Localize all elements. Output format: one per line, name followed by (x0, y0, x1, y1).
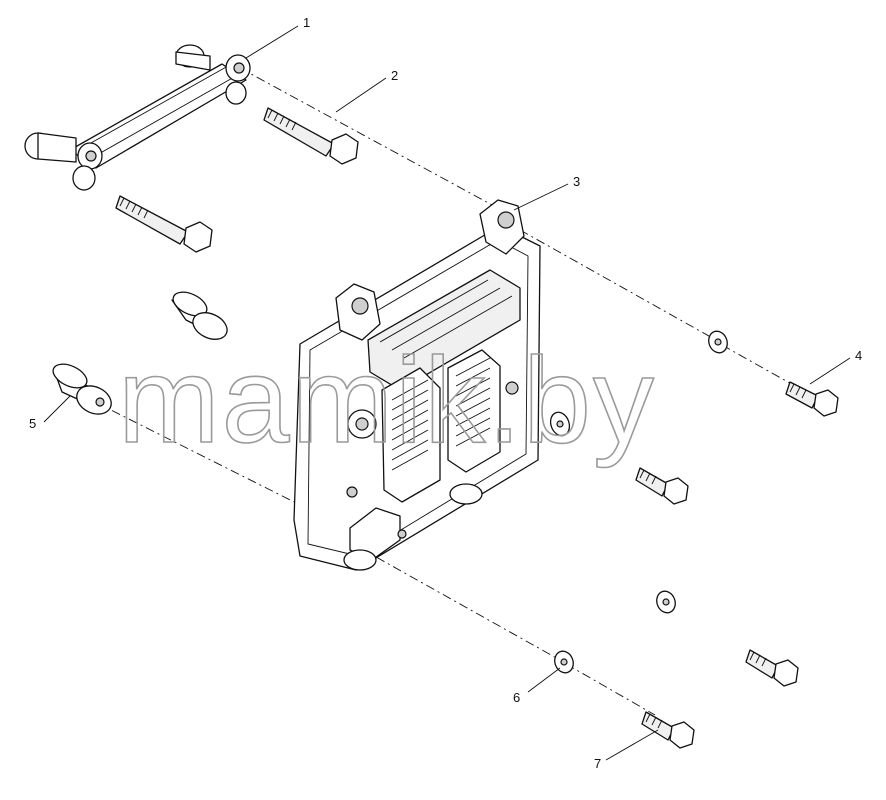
callout-7: 7 (594, 756, 601, 771)
short-bolt-7 (641, 711, 695, 749)
long-bolt-middle (115, 195, 213, 253)
washer-upper-right (708, 330, 728, 354)
watermark: mamik.by (118, 332, 656, 468)
short-bolt-4 (785, 381, 839, 417)
ecu-lower-right-boss (449, 483, 483, 505)
axis-bracket-to-ecu-top (239, 67, 506, 213)
long-bolt-top (263, 107, 359, 165)
short-bolt-middle (635, 467, 689, 505)
callout-1: 1 (303, 15, 310, 30)
washer-lower (656, 590, 676, 614)
callout-4: 4 (855, 348, 862, 363)
washer-middle (549, 411, 571, 437)
upper-bracket (24, 44, 251, 191)
callout-2: 2 (391, 68, 398, 83)
axis-washer-to-bolt-7 (565, 663, 656, 716)
ecu-lower-mount (349, 507, 401, 561)
bolt-head (183, 221, 213, 253)
callout-3: 3 (573, 174, 580, 189)
washer-6 (554, 650, 574, 674)
spacer-5 (52, 363, 112, 415)
axis-ecu-top-right-to-washer (519, 229, 717, 341)
callouts: 1 2 3 4 5 6 7 (29, 15, 862, 771)
spacer-upper (171, 291, 228, 340)
callout-5: 5 (29, 416, 36, 431)
short-bolt-lower-right (745, 649, 799, 687)
bolt-head (329, 133, 359, 165)
assembly-center-lines (94, 67, 796, 716)
axis-washer-to-bolt-4 (721, 344, 796, 387)
axis-ecu-bottom-to-washer (359, 547, 561, 661)
ecu-assembly (293, 199, 541, 571)
callout-6: 6 (513, 690, 520, 705)
ecu-connector-right (447, 349, 501, 473)
ecu-housing-top (367, 269, 521, 391)
